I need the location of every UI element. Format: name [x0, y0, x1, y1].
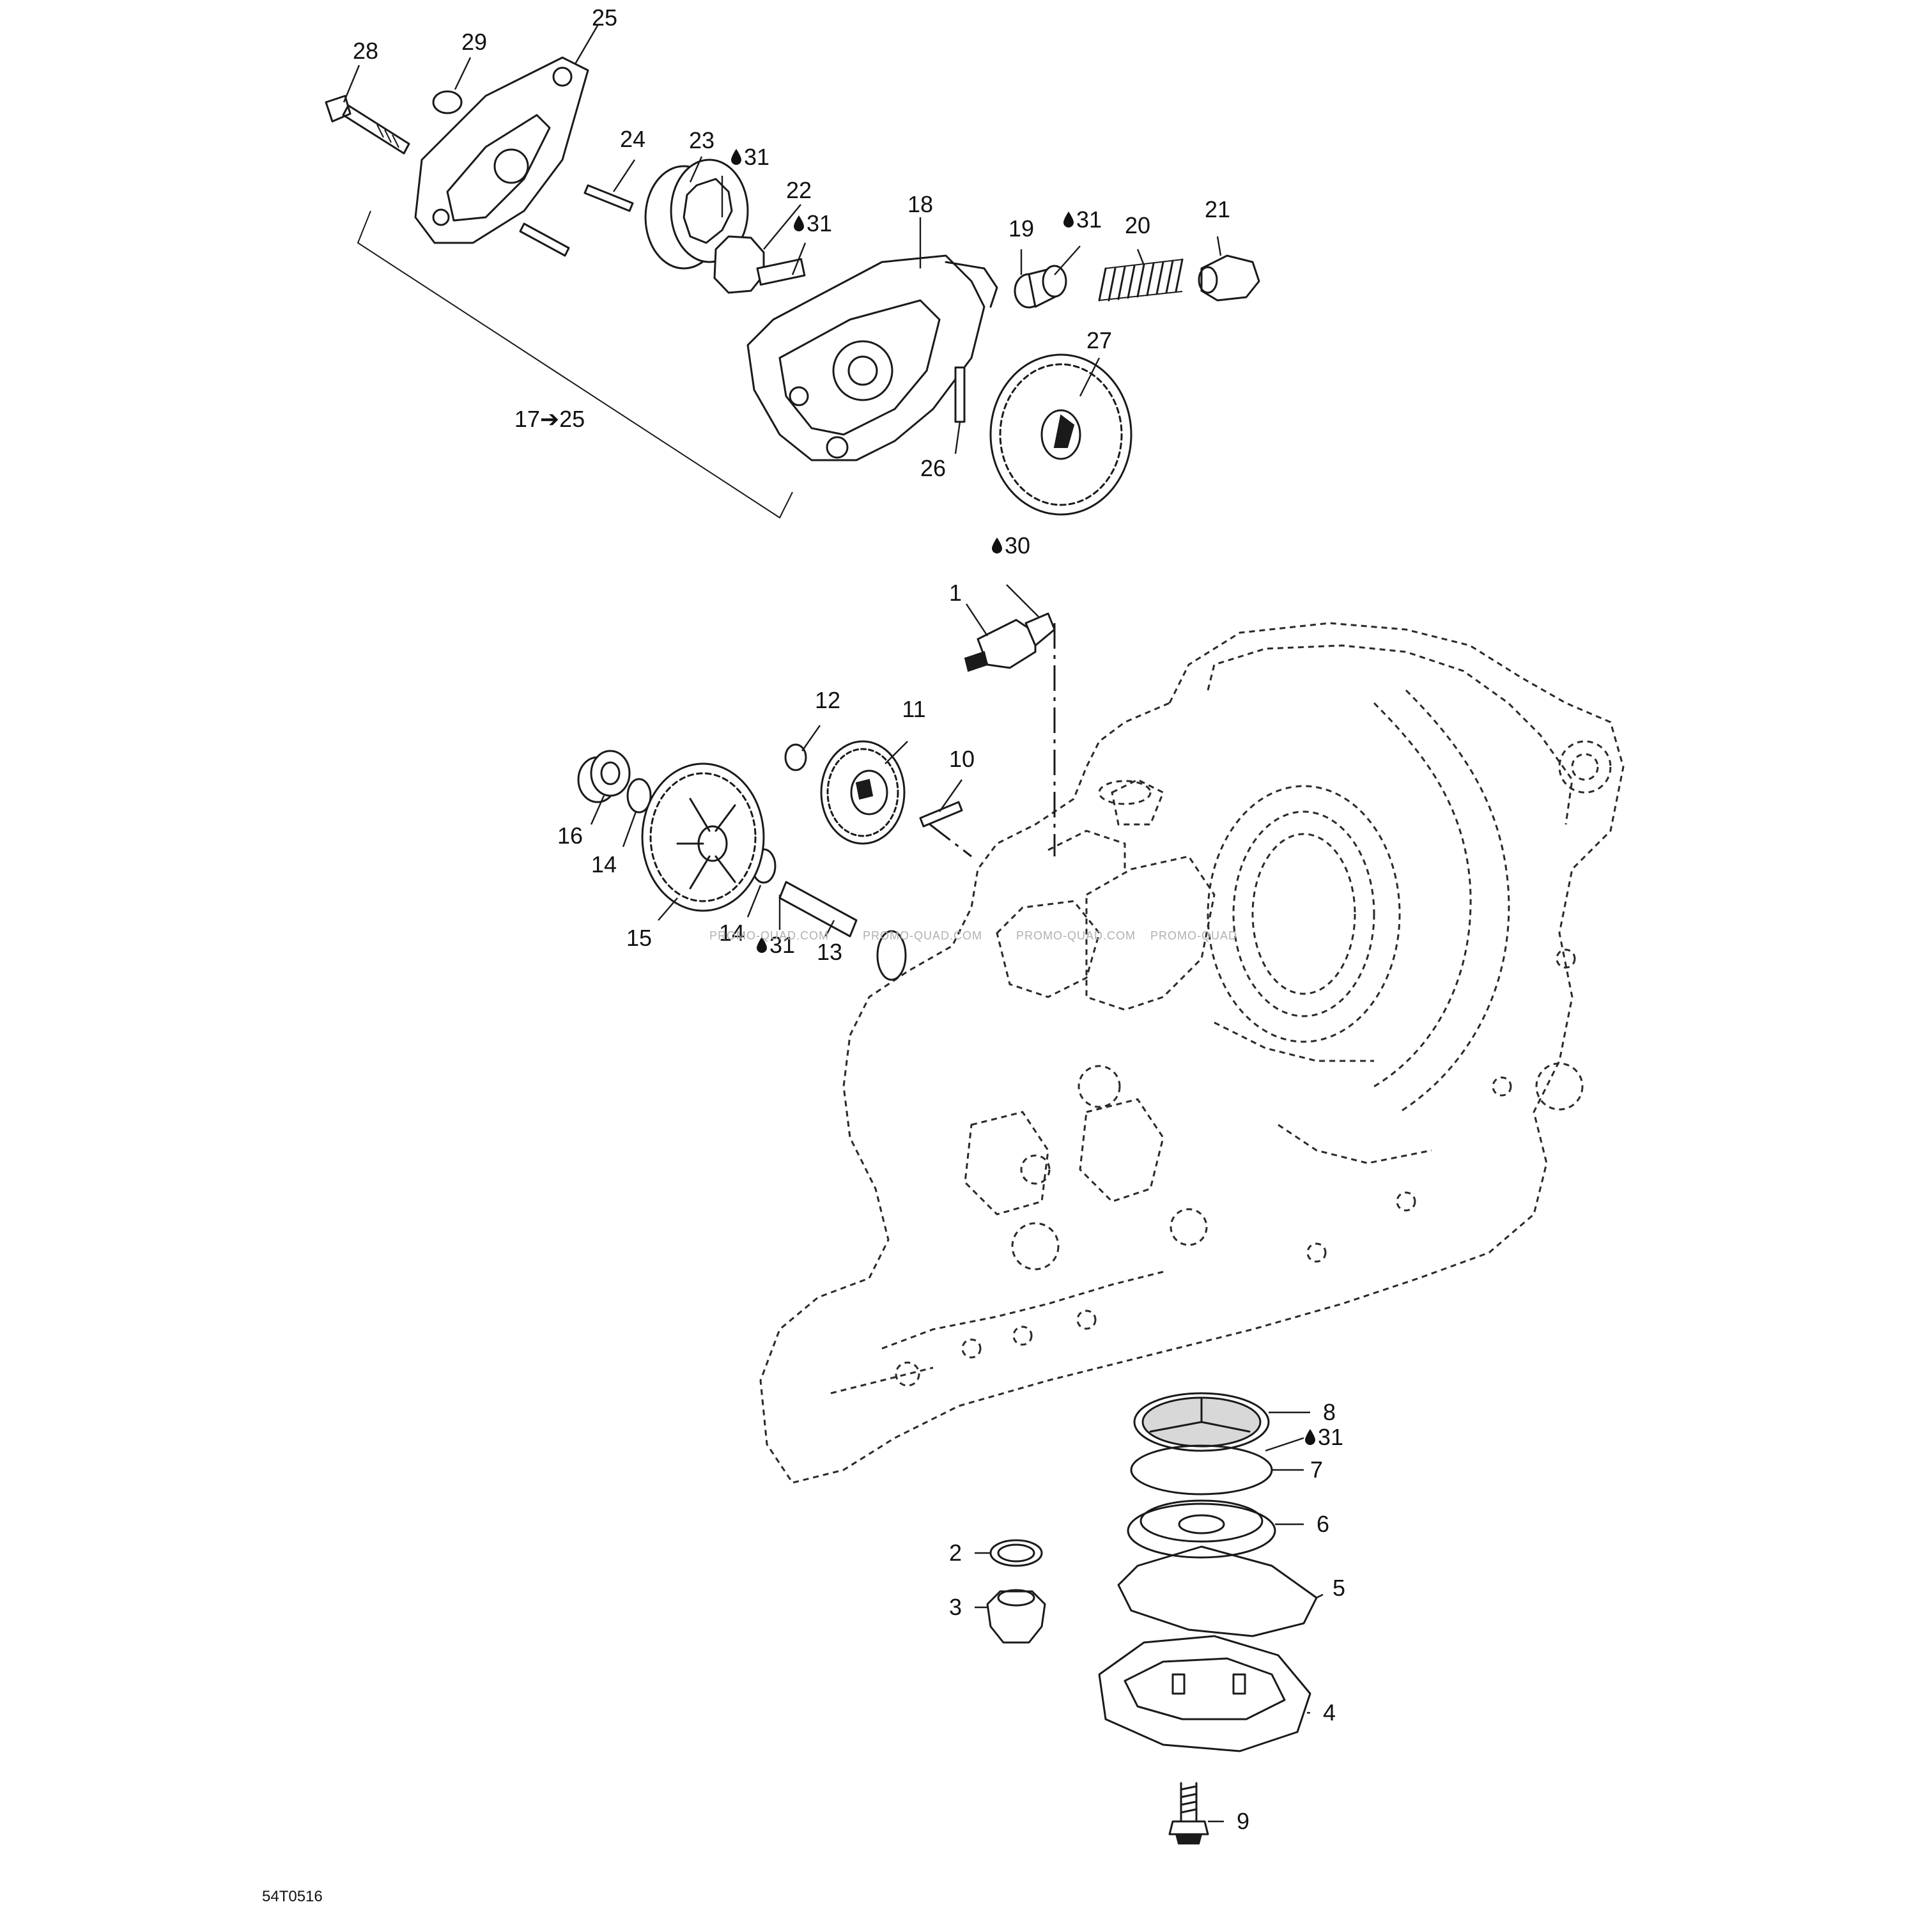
- callout-11: 11: [902, 696, 925, 722]
- callout-14-upper: 14: [591, 851, 617, 877]
- part-29-o-ring: [432, 90, 463, 114]
- part-22-inner-rotor: [713, 235, 806, 294]
- part-5-gasket: [1117, 1545, 1318, 1637]
- lube-ref-30: 30: [1005, 532, 1030, 559]
- crankcase-outline: [759, 622, 1625, 1484]
- callout-25: 25: [592, 4, 617, 31]
- part-25-pump-cover: [414, 56, 589, 244]
- callout-23: 23: [689, 127, 715, 153]
- part-24-dowel-pins: [519, 184, 634, 257]
- callout-16: 16: [557, 823, 583, 849]
- part-14-washer-upper: [626, 778, 652, 814]
- part-21-plug: [1198, 254, 1260, 302]
- callout-24: 24: [620, 126, 645, 152]
- callout-17-25: 17➔25: [514, 406, 585, 432]
- callout-5: 5: [1333, 1575, 1345, 1601]
- retaining-ring: [876, 930, 907, 981]
- oil-drop-icon: [731, 149, 741, 165]
- callout-8: 8: [1323, 1399, 1336, 1425]
- lube-ref-31: 31: [1076, 206, 1102, 233]
- oil-drop-icon: [1063, 212, 1074, 228]
- part-19-relief-piston: [1014, 265, 1067, 309]
- part-10-shaft-pin: [919, 801, 963, 828]
- watermark-text: PROMO-QUAD.COM: [709, 929, 829, 942]
- part-3-drain-plug: [986, 1589, 1046, 1644]
- callout-6: 6: [1317, 1511, 1329, 1537]
- leader-lines: [343, 25, 1324, 1823]
- callout-13: 13: [817, 939, 842, 965]
- callout-7: 7: [1310, 1457, 1323, 1483]
- callout-12: 12: [815, 687, 840, 713]
- lube-ref-31: 31: [1318, 1424, 1343, 1450]
- part-20-relief-spring: [1098, 258, 1184, 302]
- assembly-bracket: [357, 210, 793, 519]
- part-26-pin: [954, 366, 966, 423]
- lube-ref-31: 31: [744, 144, 769, 170]
- part-11-gear: [820, 740, 906, 845]
- callout-18: 18: [908, 191, 933, 217]
- part-28-bolt: [325, 95, 410, 155]
- part-16-bushing: [577, 750, 631, 803]
- callout-22: 22: [786, 177, 812, 203]
- lube-ref-31: 31: [807, 210, 832, 236]
- part-4-strainer-cover: [1098, 1635, 1311, 1752]
- part-6-strainer-housing: [1127, 1499, 1276, 1559]
- callout-29: 29: [461, 29, 487, 55]
- part-18-pump-housing: [746, 254, 998, 461]
- watermark-text: PROMO-QUAD.COM: [863, 929, 982, 942]
- callout-labels: 28 29 25 24 23 22 18 19 20 21 27 26 17➔2…: [353, 4, 1345, 1834]
- part-27-pump-gear: [989, 353, 1132, 516]
- part-12-circlip: [784, 743, 807, 771]
- watermark: PROMO-QUAD.COM PROMO-QUAD.COM PROMO-QUAD…: [709, 929, 1237, 942]
- callout-14-lower: 14: [719, 920, 745, 946]
- part-7-o-ring: [1130, 1444, 1273, 1495]
- oil-drop-icon: [794, 215, 804, 231]
- callout-21: 21: [1205, 196, 1230, 222]
- part-8-oil-strainer: [1133, 1392, 1270, 1452]
- callout-26: 26: [920, 455, 946, 481]
- watermark-text: PROMO-QUAD: [1150, 929, 1237, 942]
- part-15-idler-gear: [641, 762, 765, 912]
- callout-28: 28: [353, 38, 378, 64]
- watermark-text: PROMO-QUAD.COM: [1016, 929, 1136, 942]
- callout-27: 27: [1086, 327, 1112, 353]
- part-9-screw: [1168, 1782, 1209, 1844]
- oil-drop-icon: [1305, 1429, 1315, 1445]
- lubricant-references: 31 31 31 30 31 31: [731, 144, 1343, 1450]
- callout-4: 4: [1323, 1699, 1336, 1726]
- callout-3: 3: [949, 1594, 962, 1620]
- callout-10: 10: [949, 746, 975, 772]
- callout-20: 20: [1125, 212, 1150, 238]
- lube-ref-31: 31: [769, 932, 795, 958]
- figure-code: 54T0516: [262, 1888, 323, 1905]
- callout-9: 9: [1237, 1808, 1249, 1834]
- callout-19: 19: [1009, 215, 1034, 242]
- part-13-shaft: [778, 881, 858, 938]
- callout-1: 1: [949, 580, 962, 606]
- oil-drop-icon: [992, 537, 1002, 553]
- callout-15: 15: [626, 925, 652, 951]
- callout-2: 2: [949, 1540, 962, 1566]
